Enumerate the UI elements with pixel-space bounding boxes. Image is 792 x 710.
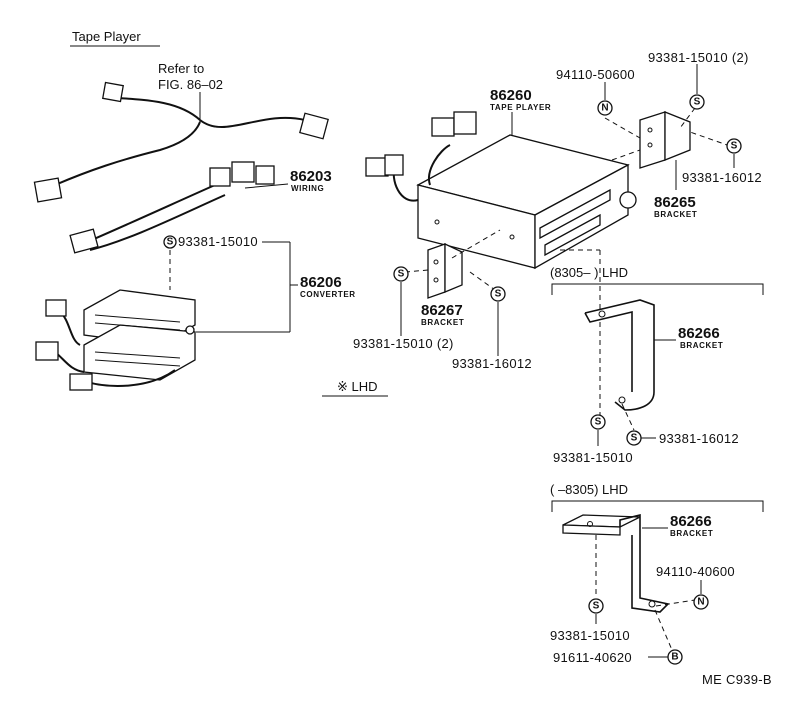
part-86203-name: WIRING bbox=[291, 184, 324, 193]
part-86265-number: 86265 bbox=[654, 194, 696, 211]
nut-icon: N bbox=[601, 103, 608, 114]
fastener-93381-16012-upper: 93381-16012 bbox=[682, 170, 762, 185]
screw-icon: S bbox=[631, 433, 638, 444]
part-86206-name: CONVERTER bbox=[300, 290, 356, 299]
part-86266-upper-name: BRACKET bbox=[680, 341, 723, 350]
part-86260-number: 86260 bbox=[490, 87, 532, 104]
fastener-93381-16012-range1: 93381-16012 bbox=[659, 431, 739, 446]
fastener-93381-15010-2-lower: 93381-15010 (2) bbox=[353, 336, 454, 351]
fastener-93381-15010-range2: 93381-15010 bbox=[550, 628, 630, 643]
fastener-91611-40620: 91611-40620 bbox=[553, 650, 632, 665]
nut-icon: N bbox=[697, 597, 704, 608]
refer-label-line1: Refer to bbox=[158, 61, 204, 76]
part-86266-lower-number: 86266 bbox=[670, 513, 712, 530]
screw-icon: S bbox=[167, 237, 174, 248]
screw-icon: S bbox=[694, 97, 701, 108]
part-86266-lower-name: BRACKET bbox=[670, 529, 713, 538]
figure-code: ME C939-B bbox=[702, 672, 772, 687]
wiring-harness-drawing bbox=[33, 81, 329, 254]
converter-drawing bbox=[35, 289, 196, 391]
screw-icon: S bbox=[731, 141, 738, 152]
part-86260-name: TAPE PLAYER bbox=[490, 103, 551, 112]
bracket-86267-drawing bbox=[427, 242, 463, 299]
fastener-93381-15010-range1: 93381-15010 bbox=[553, 450, 633, 465]
range-label-1: (8305– ) LHD bbox=[550, 265, 628, 280]
refer-label-line2: FIG. 86–02 bbox=[158, 77, 223, 92]
screw-icon: S bbox=[495, 289, 502, 300]
fastener-93381-16012-middle: 93381-16012 bbox=[452, 356, 532, 371]
screw-icon: S bbox=[593, 601, 600, 612]
fastener-94110-40600: 94110-40600 bbox=[656, 564, 735, 579]
fastener-93381-15010-2-upper: 93381-15010 (2) bbox=[648, 50, 749, 65]
part-86265-name: BRACKET bbox=[654, 210, 697, 219]
screw-icon: S bbox=[398, 269, 405, 280]
part-86266-upper-number: 86266 bbox=[678, 325, 720, 342]
fastener-94110-50600: 94110-50600 bbox=[556, 67, 635, 82]
page-title: Tape Player bbox=[72, 29, 141, 44]
bracket-86266-lower-drawing bbox=[562, 513, 670, 613]
part-86206-number: 86206 bbox=[300, 274, 342, 291]
lhd-note: ※ LHD bbox=[337, 379, 378, 394]
bolt-icon: B bbox=[671, 652, 678, 663]
bracket-86266-upper-drawing bbox=[584, 299, 655, 411]
screw-icon: S bbox=[595, 417, 602, 428]
range-label-2: ( –8305) LHD bbox=[550, 482, 628, 497]
part-86267-name: BRACKET bbox=[421, 318, 464, 327]
part-86203-number: 86203 bbox=[290, 168, 332, 185]
bracket-86265-drawing bbox=[639, 111, 691, 169]
tape-player-drawing bbox=[365, 111, 637, 270]
part-86267-number: 86267 bbox=[421, 302, 463, 319]
fastener-93381-15010-converter: 93381-15010 bbox=[178, 234, 258, 249]
